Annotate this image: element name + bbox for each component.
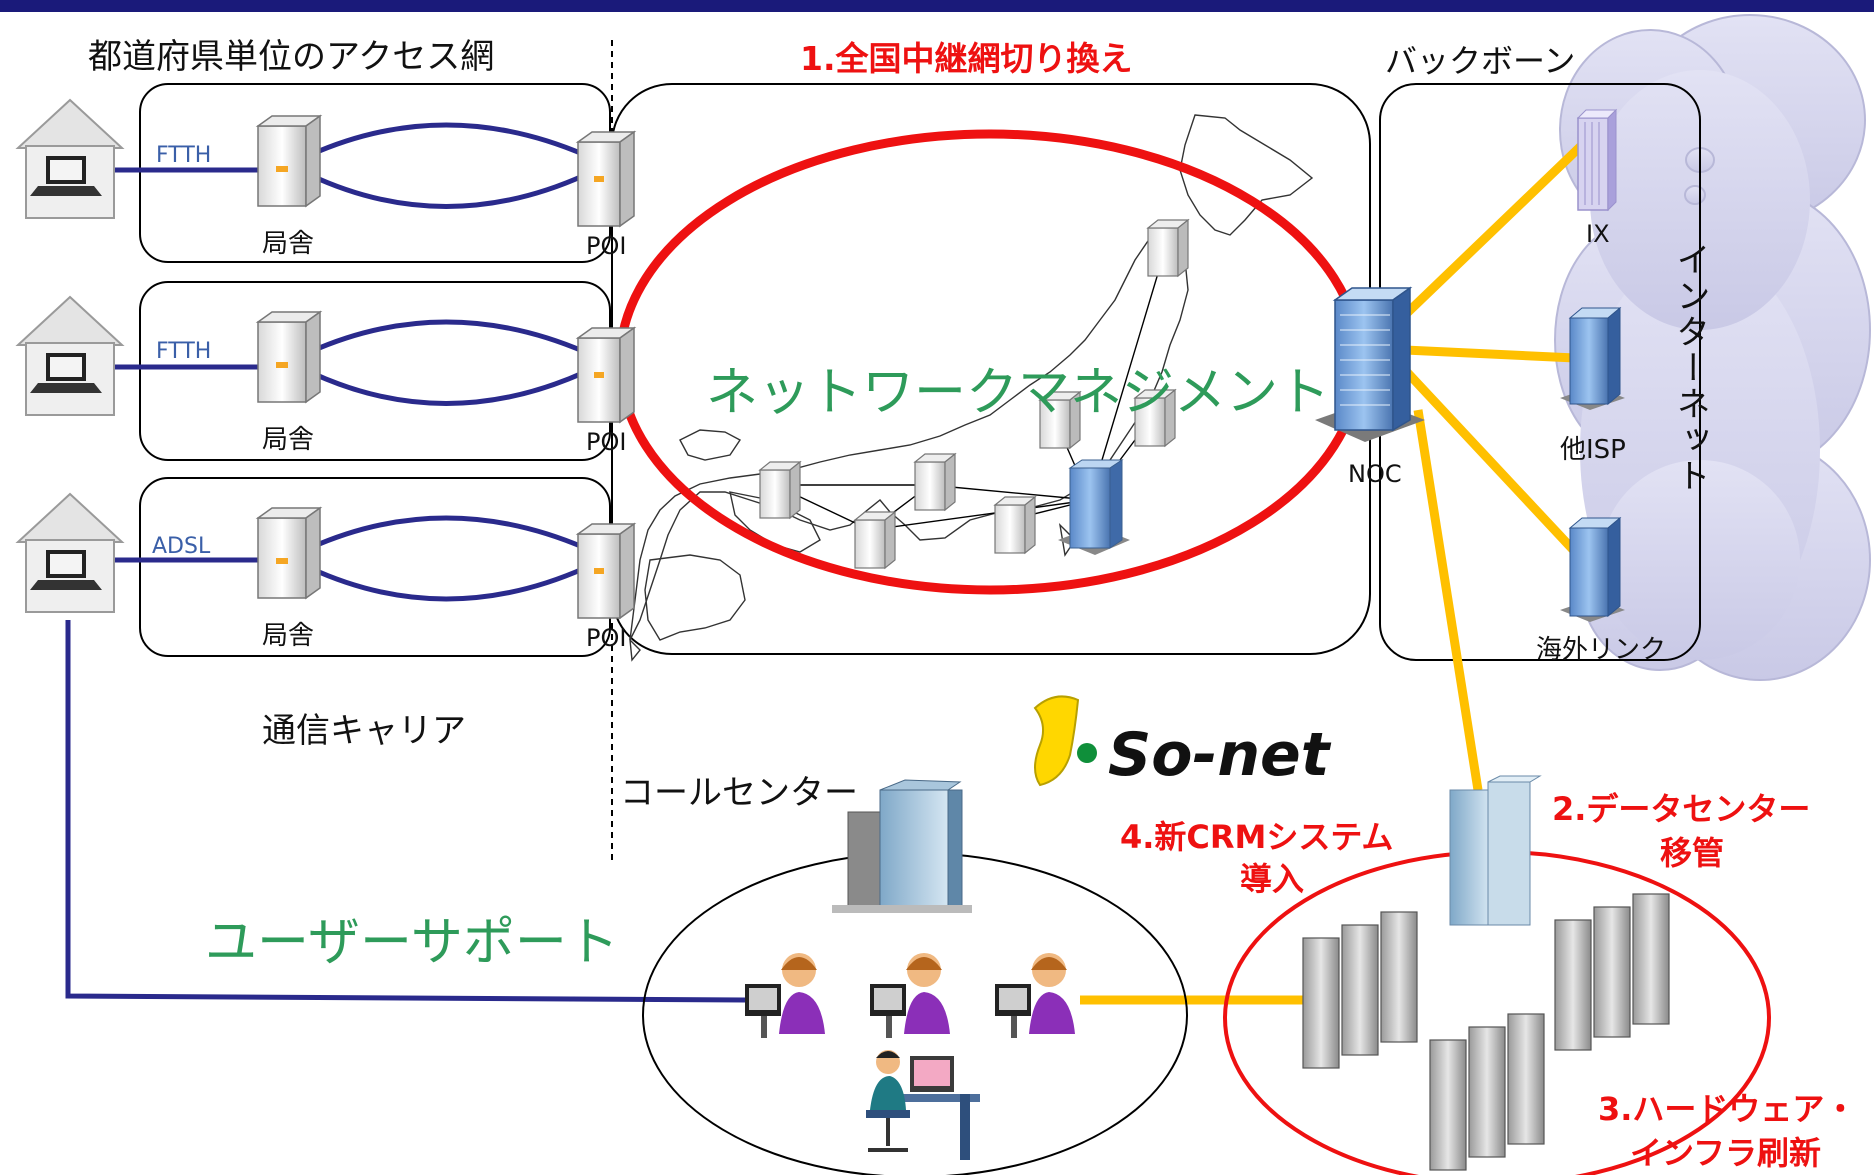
office-label-3: 局舎 (262, 621, 314, 651)
sonet-logo (1033, 695, 1097, 787)
relay-server-tohoku (1133, 388, 1177, 448)
ix-tower (1576, 108, 1618, 212)
other-isp-building (1560, 306, 1625, 410)
call-center-title: コールセンター (620, 773, 858, 813)
access-box-3 (139, 477, 611, 657)
hardware-project-label: 3.ハードウェア・ インフラ刷新 (1598, 1090, 1868, 1172)
sonet-wordmark: So-net (1108, 720, 1332, 790)
relay-title: 1.全国中継網切り換え (800, 39, 1133, 78)
house-1 (15, 98, 125, 219)
internet-label: インターネット (1670, 242, 1710, 494)
user-support-label: ユーザーサポート (205, 913, 619, 973)
house-2 (15, 295, 125, 416)
backbone-links (1080, 141, 1586, 1005)
backbone-title: バックボーン (1385, 42, 1575, 80)
subscriber-links (65, 167, 746, 1003)
tokyo-building (1058, 459, 1130, 555)
relay-server-shikoku (853, 510, 897, 570)
noc-label: NOC (1348, 460, 1402, 488)
operator-1 (745, 953, 825, 1038)
office-server-2 (255, 310, 323, 404)
noc-building (1315, 286, 1425, 442)
relay-server-chugoku (913, 452, 957, 512)
poi-server-1 (575, 130, 637, 228)
poi-server-2 (575, 326, 637, 424)
office-server-1 (255, 114, 323, 208)
office-label-1: 局舎 (262, 229, 314, 259)
datacenter-project-label: 2.データセンター 移管 (1552, 790, 1822, 872)
relay-server-kyushu (758, 460, 802, 520)
rack-group-2 (1554, 893, 1670, 1051)
access-box-2 (139, 281, 611, 461)
relay-server-kansai (993, 495, 1037, 555)
operator-2 (870, 953, 950, 1038)
poi-label-3: POI (586, 624, 626, 652)
operator-3 (995, 953, 1075, 1038)
poi-label-2: POI (586, 428, 626, 456)
office-server-3 (255, 506, 323, 600)
datacenter-project-line-2: 移管 (1660, 834, 1724, 872)
header-bar (0, 0, 1874, 12)
other-isp-label: 他ISP (1560, 435, 1626, 465)
office-label-2: 局舎 (262, 425, 314, 455)
relay-server-hokkaido (1146, 218, 1190, 278)
line-type-label-1: FTTH (156, 143, 211, 168)
overseas-label: 海外リンク (1536, 635, 1666, 665)
access-loops (308, 122, 587, 602)
access-network-title: 都道府県単位のアクセス網 (88, 37, 494, 77)
access-box-1 (139, 83, 611, 263)
crm-project-line-2: 導入 (1240, 860, 1304, 898)
rack-group-3 (1429, 1013, 1545, 1171)
crm-project-label: 4.新CRMシステム 導入 (1120, 818, 1405, 898)
poi-server-3 (575, 522, 637, 620)
hardware-project-line-1: 3.ハードウェア・ (1598, 1090, 1856, 1128)
operators (745, 953, 1075, 1160)
line-type-label-3: ADSL (152, 534, 211, 559)
relay-servers (758, 218, 1190, 570)
servers (255, 114, 637, 620)
line-type-label-2: FTTH (156, 339, 211, 364)
houses (15, 98, 125, 613)
datacenter-building (1449, 775, 1542, 926)
rack-group-1 (1302, 911, 1418, 1069)
relay-ring (615, 129, 1365, 595)
poi-label-1: POI (586, 232, 626, 260)
relay-server-hokuriku (1038, 390, 1082, 450)
crm-project-line-1: 4.新CRMシステム (1120, 818, 1393, 856)
hardware-project-line-2: インフラ刷新 (1630, 1134, 1821, 1172)
server-racks (1302, 893, 1670, 1171)
ix-label: IX (1586, 220, 1610, 248)
house-3 (15, 492, 125, 613)
call-center-building (832, 779, 972, 913)
carrier-label: 通信キャリア (262, 711, 466, 751)
desk-worker (866, 1050, 980, 1160)
network-management-label: ネットワークマネジメント (706, 363, 1330, 423)
datacenter-project-line-1: 2.データセンター (1552, 790, 1810, 828)
overseas-building (1560, 516, 1625, 622)
